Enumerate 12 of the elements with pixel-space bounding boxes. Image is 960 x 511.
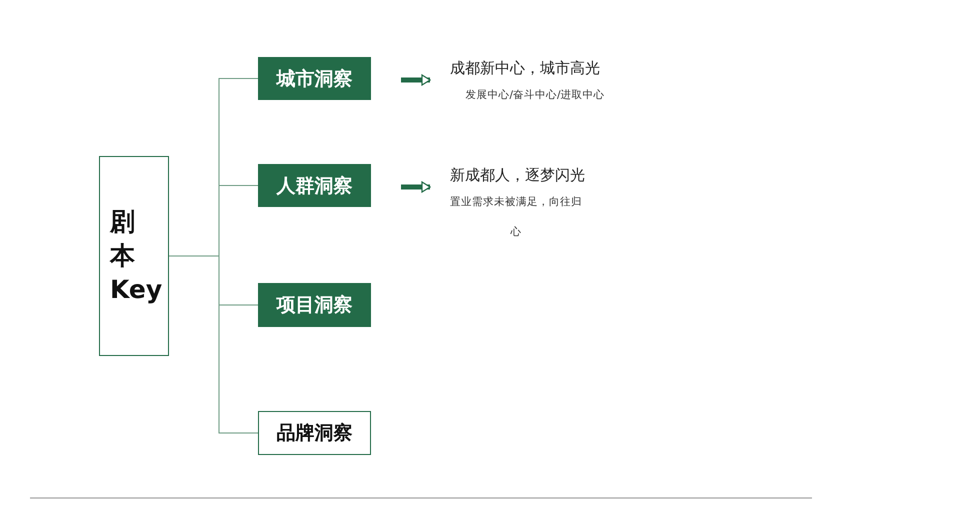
arrow	[401, 74, 431, 86]
insight-detail: 发展中心/奋斗中心/进取中心	[464, 88, 606, 103]
insight-detail: 置业需求未被满足，向往归心	[450, 195, 582, 240]
category-box: 品牌洞察	[258, 411, 371, 455]
connector-line	[168, 256, 258, 434]
title-box: 剧本 Key	[99, 156, 169, 356]
insight-heading: 新成都人，逐梦闪光	[450, 166, 585, 185]
category-box: 人群洞察	[258, 164, 371, 207]
insight-heading: 成都新中心，城市高光	[450, 59, 600, 78]
category-box: 项目洞察	[258, 283, 371, 327]
category-box: 城市洞察	[258, 57, 371, 100]
arrow	[401, 181, 431, 193]
